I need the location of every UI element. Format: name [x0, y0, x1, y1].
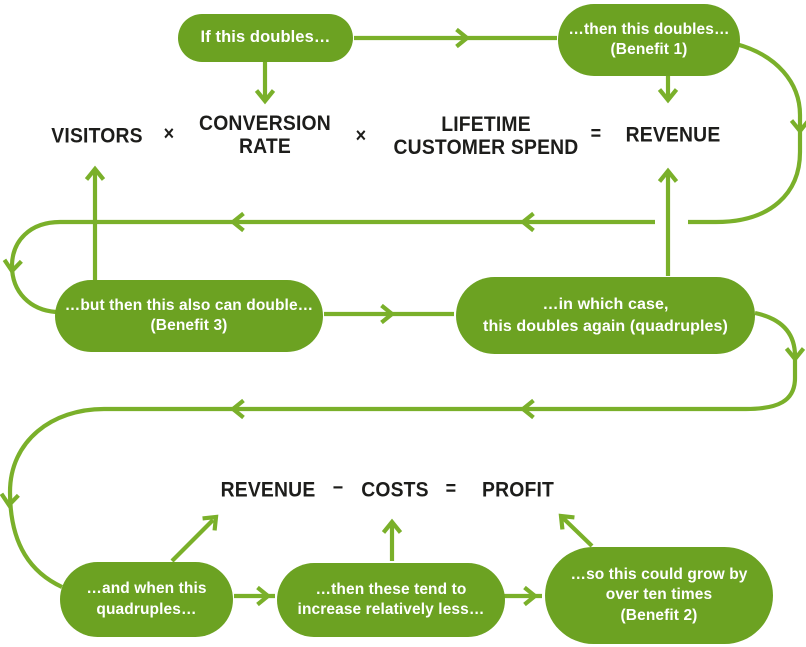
arrowhead-up-right	[202, 514, 219, 531]
arrowheads	[0, 27, 806, 607]
formula-operator-equals: =	[590, 123, 602, 146]
arrowhead-right	[256, 585, 272, 607]
arrowhead-up	[657, 167, 679, 183]
arrowhead-down	[254, 89, 276, 105]
formula-term-line: RATE	[239, 134, 291, 158]
formula-term-lifetime-customer-spend: LIFETIME CUSTOMER SPEND	[393, 111, 579, 159]
formula-term-line: CONVERSION	[199, 110, 331, 135]
formula-term-revenue: REVENUE	[625, 122, 721, 147]
formula-term-conversion-rate: CONVERSION RATE	[199, 110, 331, 158]
arrowhead-up	[381, 518, 403, 534]
pill-doubles-again-quadruples: …in which case, this doubles again (quad…	[456, 277, 755, 354]
pill-also-can-double-benefit3: …but then this also can double… (Benefit…	[55, 280, 323, 352]
pill-line: quadruples…	[96, 600, 197, 618]
formula-operator-equals: =	[445, 478, 457, 501]
loop2-curve	[7, 310, 798, 589]
pill-line: …then these tend to	[315, 580, 467, 598]
formula-operator-minus: −	[332, 477, 344, 500]
arrowhead-down	[784, 347, 806, 363]
pill-if-this-doubles: If this doubles…	[178, 14, 353, 62]
pill-grow-ten-times-benefit2: …so this could grow by over ten times (B…	[545, 547, 773, 644]
pill-line: …in which case,	[542, 296, 669, 314]
loop1-right-curve	[688, 41, 803, 225]
arrowhead-left	[229, 398, 245, 420]
arrowhead-left	[519, 211, 535, 233]
arrow-benefit2-to-profit	[561, 516, 594, 548]
pill-line: …so this could grow by	[570, 565, 748, 583]
pill-line: …and when this	[86, 580, 207, 598]
arrow-whenquadruples-to-revenue	[170, 518, 215, 563]
arrowhead-left	[229, 211, 245, 233]
pill-line: …but then this also can double…	[64, 296, 314, 314]
formula-operator-multiply: ×	[355, 125, 367, 148]
formula-term-visitors: VISITORS	[51, 123, 143, 148]
pill-line: this doubles again (quadruples)	[483, 317, 728, 335]
pill-line: over ten times	[605, 586, 713, 604]
pill-line: (Benefit 3)	[150, 317, 228, 334]
arrowhead-left	[519, 398, 535, 420]
pill-then-this-doubles-benefit1: …then this doubles… (Benefit 1)	[558, 4, 740, 76]
arrowhead-right	[380, 303, 396, 325]
formula-term-revenue: REVENUE	[220, 477, 316, 502]
pill-line: …then this doubles…	[568, 20, 730, 38]
arrowhead-down	[0, 492, 20, 509]
pill-line: (Benefit 1)	[610, 41, 688, 58]
formula-term-profit: PROFIT	[481, 477, 555, 502]
pill-line: increase relatively less…	[297, 601, 485, 618]
formula-term-costs: COSTS	[361, 477, 429, 502]
pill-line: (Benefit 2)	[620, 606, 698, 624]
arrowhead-up	[84, 165, 106, 181]
pill-increase-relatively-less: …then these tend to increase relatively …	[277, 563, 505, 637]
arrowhead-down	[2, 258, 23, 275]
arrowhead-down	[657, 88, 679, 104]
formula-term-line: LIFETIME	[441, 111, 531, 136]
arrowhead-up-left	[558, 513, 575, 530]
arrowhead-right	[455, 27, 471, 49]
formula-term-line: CUSTOMER SPEND	[393, 135, 579, 159]
pill-and-when-this-quadruples: …and when this quadruples…	[60, 562, 233, 637]
pill-line: If this doubles…	[200, 28, 331, 47]
arrowhead-right	[523, 585, 539, 607]
formula-operator-multiply: ×	[163, 123, 175, 146]
loop1-left-curve	[9, 219, 655, 315]
